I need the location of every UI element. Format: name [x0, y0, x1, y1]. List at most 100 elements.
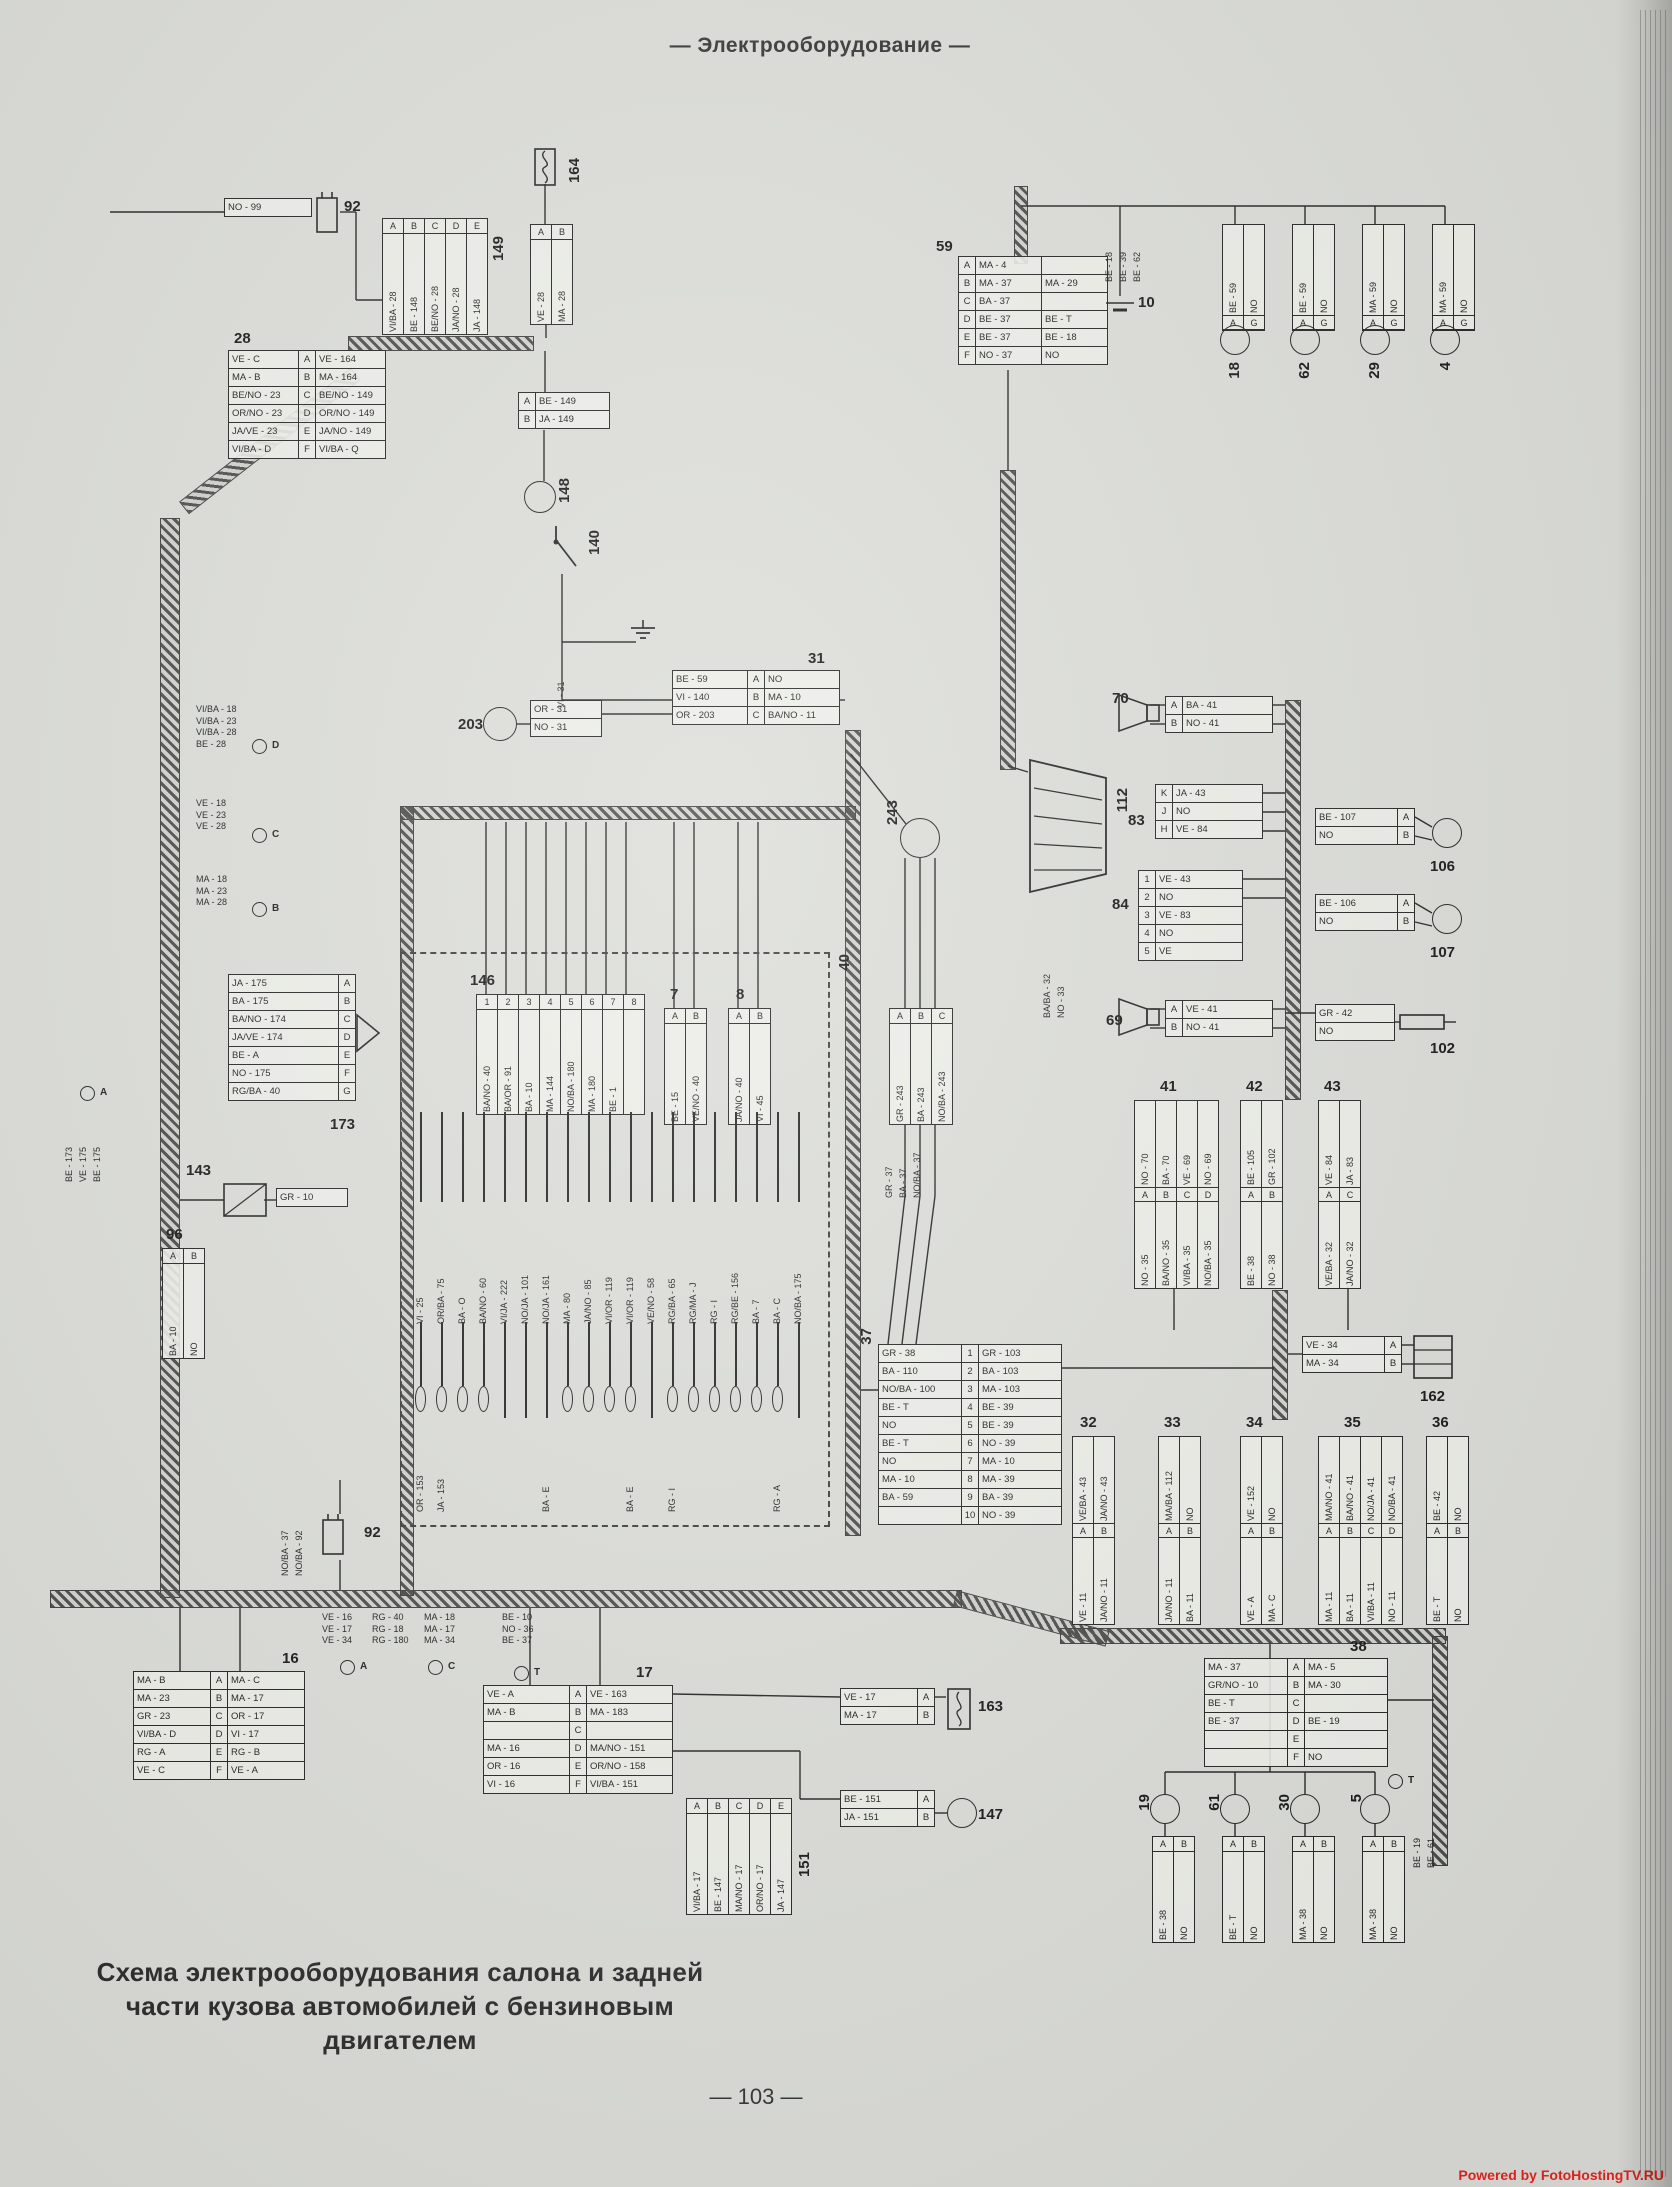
pin-label: B [1384, 1837, 1404, 1852]
connector-cell: H [1160, 824, 1168, 835]
wire-label: GR - 243 [894, 1085, 905, 1122]
wire-label: NO [1248, 1926, 1259, 1941]
connector-cell: 9 [961, 1489, 978, 1506]
pin-label: 7 [603, 995, 623, 1010]
connector-cell: F [569, 1776, 586, 1793]
pin-label: B [1174, 1837, 1194, 1852]
wire-label: VE/BA - 32 [1323, 1241, 1334, 1286]
wire-label: MA - 23 [196, 885, 228, 896]
wire-label: JA/NO - 11 [1163, 1578, 1174, 1622]
wire-line [420, 1112, 422, 1202]
wire-label: VI/BA - 17 [691, 1871, 702, 1912]
bulb-icon [562, 1386, 573, 1412]
terminal-letter: A [360, 1661, 368, 1672]
wire-label: BE - 28 [196, 738, 227, 749]
connector-cell: RG - B [227, 1744, 304, 1761]
connector-cell: A [298, 351, 315, 368]
wire-label: BA/NO - 35 [1160, 1239, 1171, 1286]
wire-label: NO [1318, 1926, 1329, 1941]
connector-number: 162 [1420, 1388, 1446, 1405]
connector-cell: BE - 149 [535, 393, 609, 410]
caption-line: части кузова автомобилей с бензиновым [125, 1990, 675, 2021]
pin-label: A [531, 225, 551, 240]
wire-label: BE - 37 [502, 1635, 533, 1645]
pin-label: B [184, 1249, 204, 1264]
connector-cell: BA - 59 [882, 1492, 914, 1503]
connector-cell: VE - 83 [1155, 907, 1242, 924]
connector-number: 37 [858, 1328, 875, 1345]
terminal-letter: D [272, 740, 280, 751]
connector-cell: VI - 140 [676, 692, 710, 703]
connector-cell: A [1384, 1337, 1401, 1354]
wire-line [777, 1112, 779, 1202]
connector-cell: VE - 164 [315, 351, 385, 368]
connector-number: 31 [808, 650, 825, 667]
lamp-circle [1360, 1794, 1390, 1824]
wire-label: VI - 25 [415, 1297, 425, 1324]
connector-cell [879, 1507, 961, 1524]
wire-label: NO [1458, 299, 1469, 314]
wire-label: NO/JA - 161 [541, 1274, 551, 1324]
connector-number: 148 [556, 478, 573, 504]
wire-label: BA - 7 [751, 1299, 761, 1324]
wire-label: MA - 18 [424, 1612, 456, 1622]
pin-label: 8 [624, 995, 644, 1010]
connector-cell: MA - C [227, 1672, 304, 1689]
wire-label: VE - 69 [1181, 1154, 1192, 1185]
connector-cell: E [338, 1047, 355, 1064]
connector-cell: B [338, 993, 355, 1010]
wire-line [651, 1322, 653, 1418]
pin-label: B [1180, 1523, 1200, 1538]
connector-cell: VE - A [487, 1689, 514, 1700]
connector-cell: D [298, 405, 315, 422]
wire-line [609, 1322, 611, 1386]
connector-cell: F [338, 1065, 355, 1082]
connector-cell: VE - C [232, 354, 260, 365]
wire-label: MA/NO - 17 [733, 1864, 744, 1912]
wire-label: RG/BA - 65 [667, 1278, 677, 1324]
bulb-icon [751, 1386, 762, 1412]
caption-line: Схема электрооборудования салона и задне… [96, 1957, 704, 1987]
connector-cell: G [338, 1083, 355, 1100]
resistor-icon [1398, 1012, 1448, 1037]
wire-label: OR/BA - 75 [436, 1278, 446, 1324]
connector-cell: B [298, 369, 315, 386]
wire-label: VE - 16 [322, 1612, 353, 1622]
connector-number: 164 [566, 158, 583, 184]
